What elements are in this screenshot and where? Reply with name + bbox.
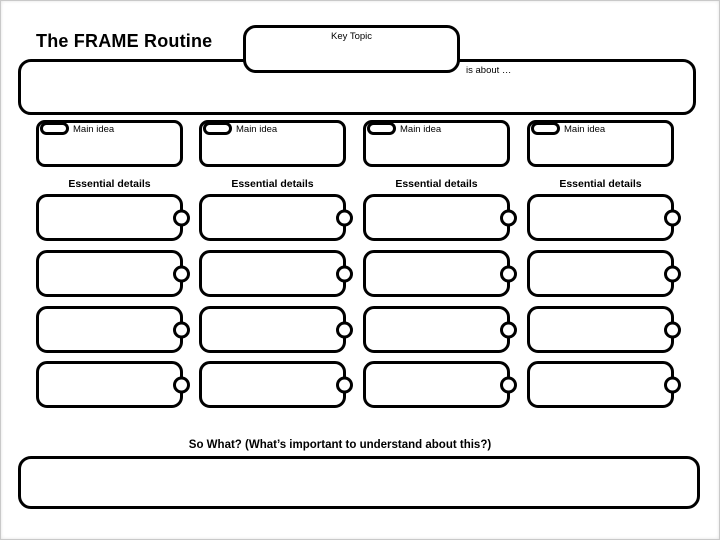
essential-details-header: Essential details — [68, 178, 151, 190]
essential-detail-box[interactable] — [527, 250, 681, 297]
essential-detail-value[interactable] — [536, 201, 665, 234]
key-topic-box[interactable]: Key Topic — [243, 25, 460, 73]
main-idea-box[interactable]: Main idea — [363, 120, 510, 167]
connector-circle-icon — [500, 321, 517, 338]
essential-details-header: Essential details — [559, 178, 642, 190]
main-idea-value[interactable] — [208, 138, 339, 164]
essential-detail-box[interactable] — [199, 250, 353, 297]
essential-detail-box[interactable] — [36, 306, 190, 353]
essential-detail-box[interactable] — [363, 306, 517, 353]
essential-detail-box[interactable] — [527, 361, 681, 408]
essential-detail-value[interactable] — [45, 368, 174, 401]
essential-detail-value[interactable] — [372, 368, 501, 401]
connector-circle-icon — [173, 321, 190, 338]
essential-detail-box[interactable] — [527, 194, 681, 241]
essential-detail-value[interactable] — [372, 257, 501, 290]
essential-detail-box[interactable] — [363, 250, 517, 297]
essential-details-header: Essential details — [231, 178, 314, 190]
connector-circle-icon — [336, 209, 353, 226]
connector-circle-icon — [500, 265, 517, 282]
connector-circle-icon — [173, 209, 190, 226]
main-idea-label: Main idea — [400, 124, 442, 135]
connector-circle-icon — [336, 376, 353, 393]
main-idea-box[interactable]: Main idea — [36, 120, 183, 167]
main-idea-value[interactable] — [372, 138, 503, 164]
main-idea-label: Main idea — [73, 124, 115, 135]
key-topic-label: Key Topic — [330, 31, 372, 42]
essential-detail-box[interactable] — [199, 306, 353, 353]
main-idea-label: Main idea — [236, 124, 278, 135]
connector-circle-icon — [336, 265, 353, 282]
frame-column: Main idea Essential details — [199, 120, 353, 411]
essential-detail-box[interactable] — [199, 194, 353, 241]
essential-detail-value[interactable] — [536, 368, 665, 401]
page-title: The FRAME Routine — [36, 31, 213, 51]
main-idea-box[interactable]: Main idea — [527, 120, 674, 167]
frame-column: Main idea Essential details — [527, 120, 681, 411]
is-about-label: is about … — [466, 65, 512, 76]
essential-detail-value[interactable] — [208, 313, 337, 346]
essential-detail-box[interactable] — [36, 194, 190, 241]
main-idea-value[interactable] — [536, 138, 667, 164]
so-what-label: So What? (What’s important to understand… — [188, 439, 492, 451]
frame-column: Main idea Essential details — [363, 120, 517, 411]
essential-detail-value[interactable] — [208, 257, 337, 290]
essential-detail-box[interactable] — [527, 306, 681, 353]
pill-tab-icon — [203, 122, 232, 135]
essential-detail-value[interactable] — [372, 313, 501, 346]
connector-circle-icon — [336, 321, 353, 338]
connector-circle-icon — [500, 209, 517, 226]
essential-detail-value[interactable] — [45, 257, 174, 290]
connector-circle-icon — [664, 321, 681, 338]
connector-circle-icon — [173, 265, 190, 282]
connector-circle-icon — [664, 209, 681, 226]
main-idea-box[interactable]: Main idea — [199, 120, 346, 167]
main-idea-value[interactable] — [45, 138, 176, 164]
connector-circle-icon — [500, 376, 517, 393]
essential-detail-box[interactable] — [363, 194, 517, 241]
essential-detail-box[interactable] — [36, 361, 190, 408]
essential-detail-value[interactable] — [372, 201, 501, 234]
main-idea-label: Main idea — [564, 124, 606, 135]
essential-detail-value[interactable] — [208, 368, 337, 401]
so-what-box[interactable] — [18, 456, 700, 509]
essential-details-header: Essential details — [395, 178, 478, 190]
essential-detail-box[interactable] — [363, 361, 517, 408]
frame-column: Main idea Essential details — [36, 120, 190, 411]
essential-detail-box[interactable] — [36, 250, 190, 297]
essential-detail-value[interactable] — [536, 313, 665, 346]
connector-circle-icon — [664, 265, 681, 282]
essential-detail-value[interactable] — [45, 313, 174, 346]
connector-circle-icon — [664, 376, 681, 393]
connector-circle-icon — [173, 376, 190, 393]
essential-detail-value[interactable] — [536, 257, 665, 290]
key-topic-value[interactable] — [246, 42, 457, 56]
essential-detail-value[interactable] — [45, 201, 174, 234]
essential-detail-box[interactable] — [199, 361, 353, 408]
pill-tab-icon — [531, 122, 560, 135]
pill-tab-icon — [367, 122, 396, 135]
essential-detail-value[interactable] — [208, 201, 337, 234]
pill-tab-icon — [40, 122, 69, 135]
so-what-value[interactable] — [31, 464, 687, 501]
